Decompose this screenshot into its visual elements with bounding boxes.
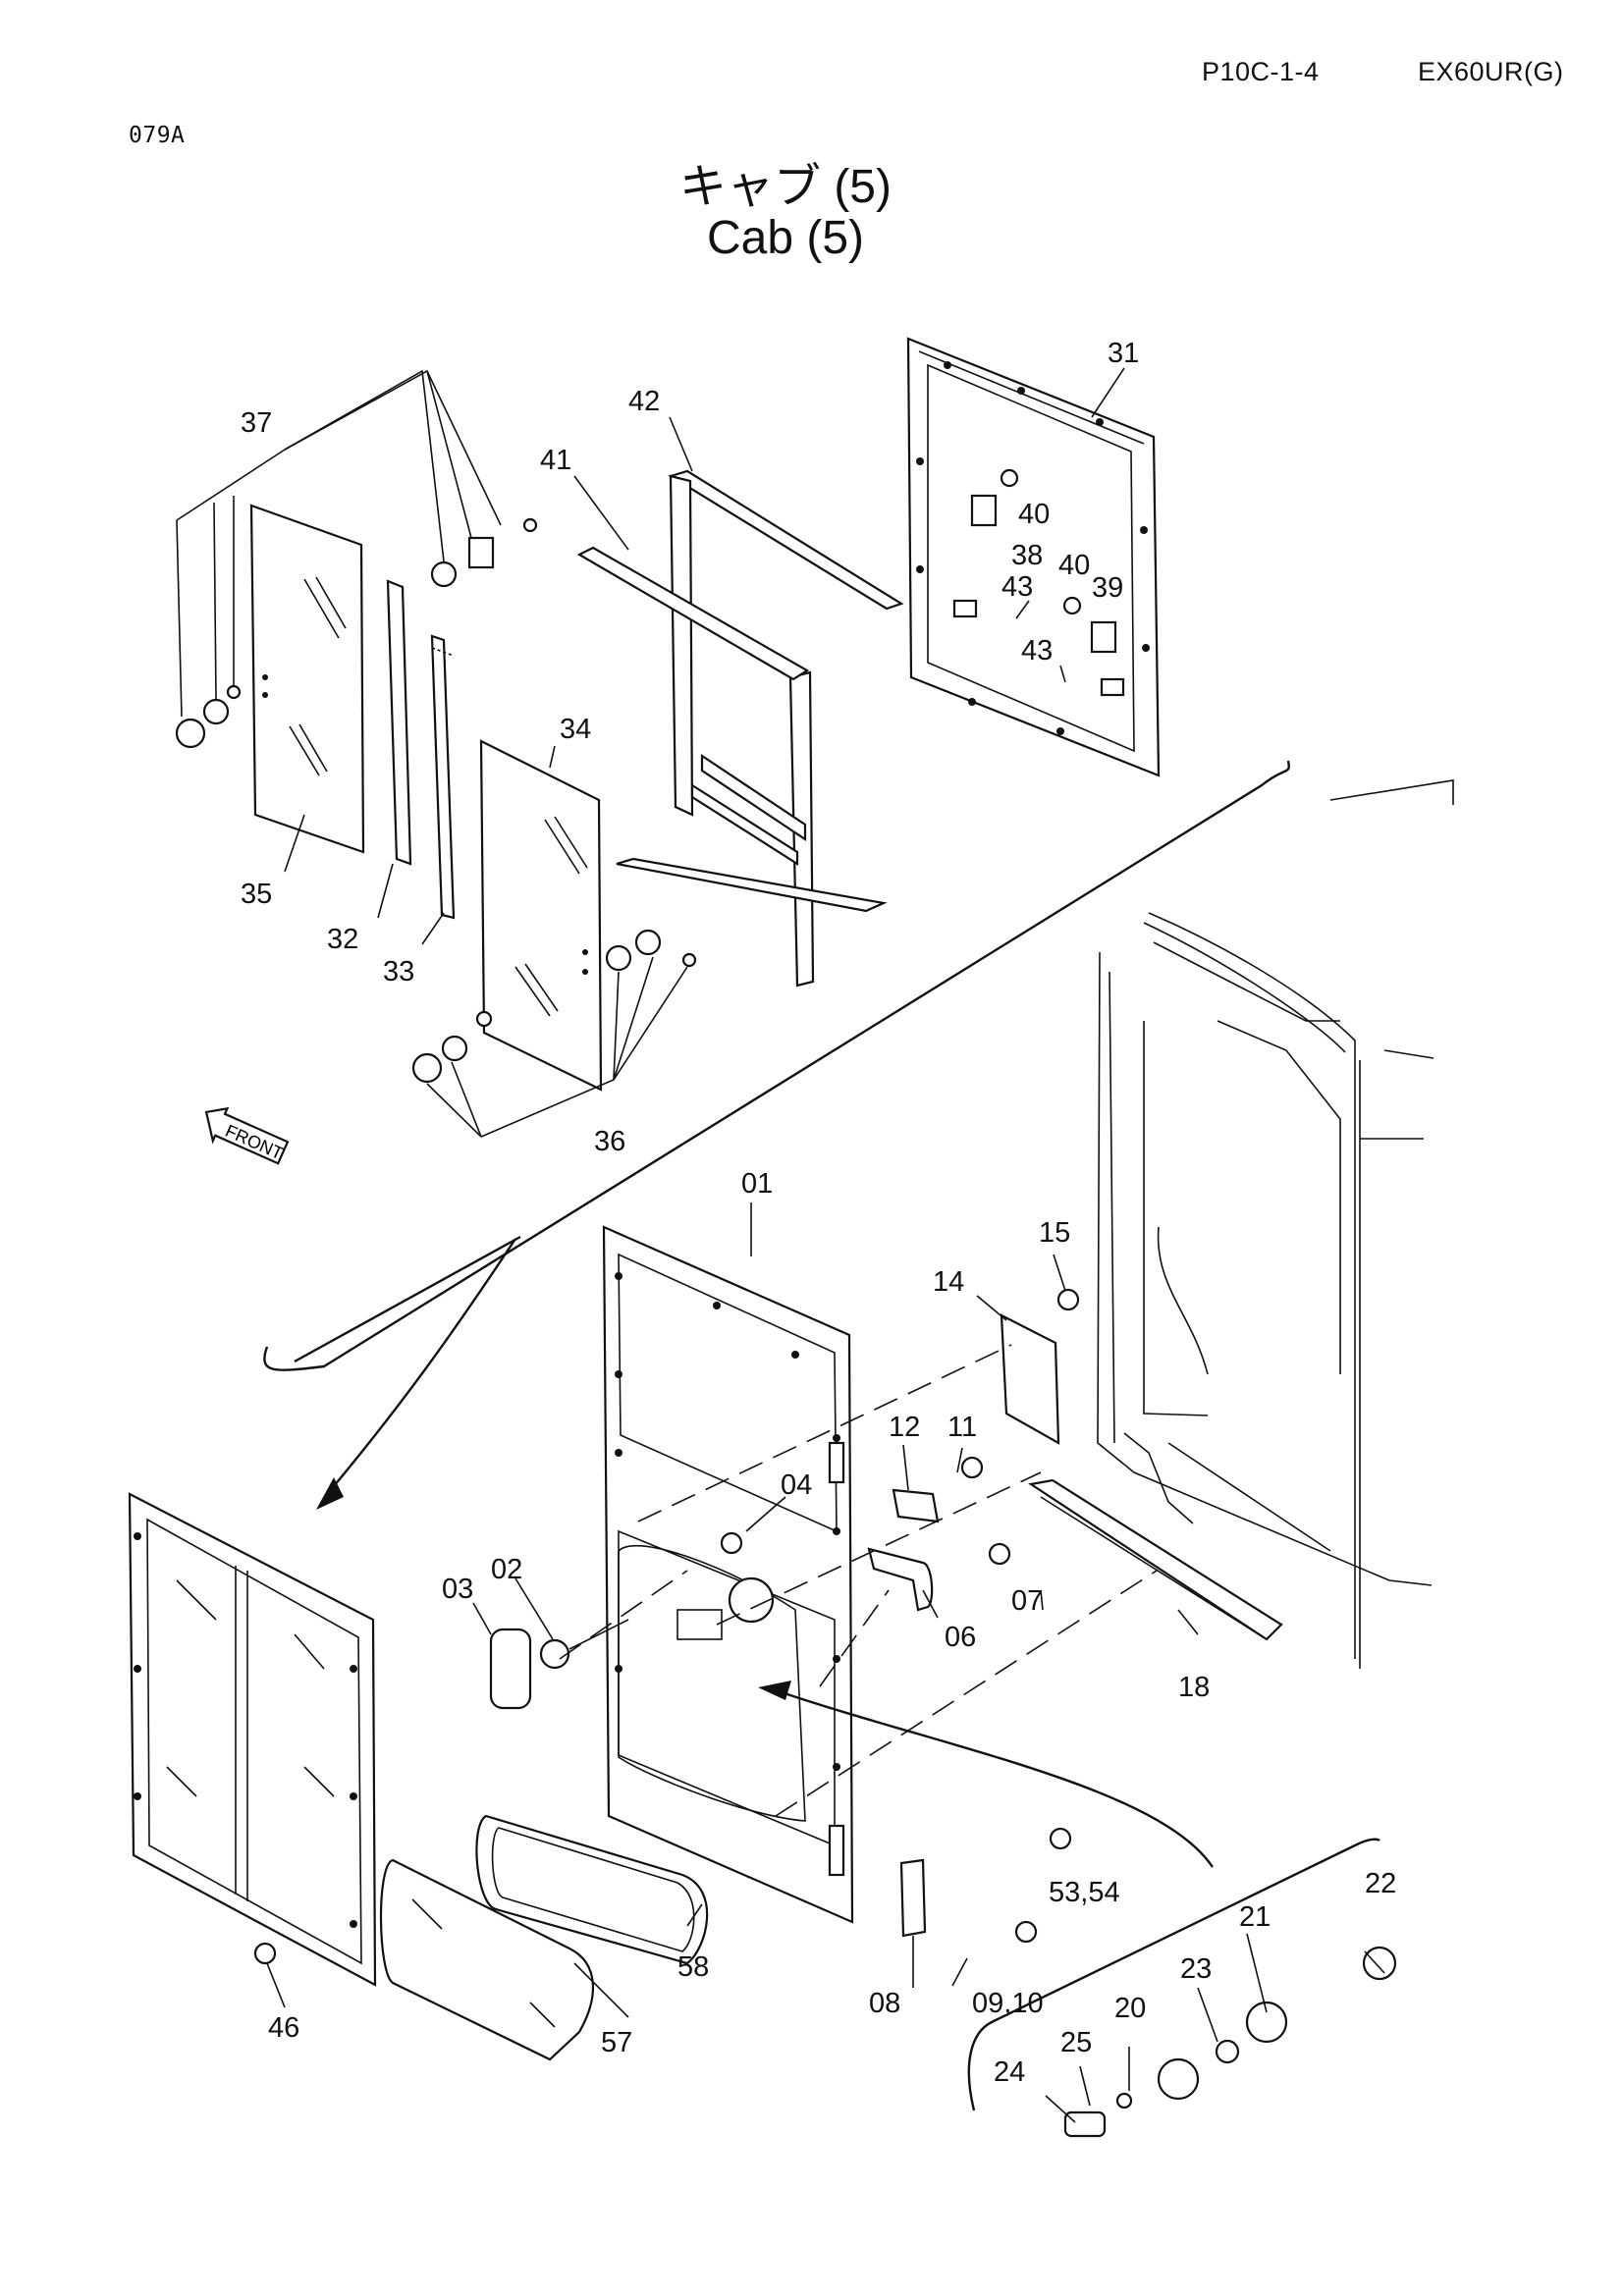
- glass-door-left: [128, 1492, 377, 1987]
- callout-31: 31: [1108, 338, 1139, 369]
- seal-strip-32: [386, 579, 412, 866]
- callout-12: 12: [889, 1412, 920, 1443]
- front-arrow: FRONT: [204, 1106, 290, 1165]
- callout-25: 25: [1060, 2027, 1092, 2058]
- callout-39: 39: [1092, 572, 1123, 604]
- callout-46: 46: [268, 2012, 299, 2044]
- callout-18: 18: [1178, 1672, 1210, 1703]
- model-number: EX60UR(G): [1418, 57, 1564, 86]
- callout-23: 23: [1180, 1953, 1212, 1985]
- lock-parts-02-03: [489, 1619, 629, 1710]
- callout-33: 33: [383, 956, 414, 988]
- seal-58: [475, 1814, 709, 1965]
- callout-34: 34: [560, 714, 591, 745]
- door-frame-01: [602, 1225, 854, 1924]
- callout-43b: 43: [1021, 635, 1053, 667]
- callout-02: 02: [491, 1554, 522, 1585]
- callout-35: 35: [241, 879, 272, 910]
- callout-03: 03: [442, 1574, 473, 1605]
- rail-18: [1028, 1478, 1283, 1641]
- page-code: P10C-1-4: [1202, 57, 1320, 86]
- callout-32: 32: [327, 924, 358, 955]
- glass-panel-35: [249, 504, 365, 854]
- glass-panel-34: [479, 739, 603, 1092]
- hinge-fittings-37: [175, 517, 538, 749]
- callout-15: 15: [1039, 1217, 1070, 1249]
- callout-43a: 43: [1001, 571, 1033, 603]
- callout-38: 38: [1011, 540, 1043, 571]
- callout-21: 21: [1239, 1901, 1271, 1933]
- callout-20: 20: [1114, 1993, 1146, 2024]
- callout-58: 58: [677, 1951, 709, 1983]
- callout-04: 04: [781, 1469, 812, 1501]
- callout-36: 36: [594, 1126, 625, 1157]
- hinge-fittings-36: [411, 929, 697, 1084]
- callout-41: 41: [540, 445, 571, 476]
- callout-57: 57: [601, 2027, 632, 2058]
- plate-14: [1000, 1313, 1060, 1445]
- callout-07: 07: [1011, 1585, 1043, 1617]
- callout-37: 37: [241, 407, 272, 439]
- brush-strip-33: [430, 634, 456, 920]
- callout-40a: 40: [1018, 499, 1050, 530]
- frame-31: [906, 337, 1161, 777]
- striker-12: [892, 1488, 940, 1523]
- title-english: Cab (5): [706, 212, 865, 264]
- callout-01: 01: [741, 1168, 773, 1200]
- callout-53-54: 53,54: [1049, 1877, 1120, 1908]
- callout-09-10: 09,10: [972, 1988, 1044, 2019]
- callout-42: 42: [628, 386, 660, 417]
- handle-06: [867, 1547, 934, 1612]
- knob-assy-20-25: [728, 1576, 1397, 2138]
- window-frame-42: [668, 469, 904, 988]
- glass-57: [379, 1858, 595, 2061]
- callout-14: 14: [933, 1266, 964, 1298]
- callout-11: 11: [947, 1412, 977, 1443]
- bolts: [253, 1288, 1080, 1965]
- sheet-id: 079A: [129, 123, 186, 148]
- callout-08: 08: [869, 1988, 900, 2019]
- callout-06: 06: [945, 1622, 976, 1653]
- hinge-08: [899, 1858, 927, 1938]
- rail-41: [576, 546, 810, 681]
- title-japanese: キャブ (5): [678, 161, 892, 213]
- callout-24: 24: [994, 2056, 1025, 2088]
- callout-40b: 40: [1058, 550, 1090, 581]
- cab-body: [1097, 779, 1454, 1669]
- callout-22: 22: [1365, 1868, 1396, 1899]
- rail-lower: [616, 857, 888, 913]
